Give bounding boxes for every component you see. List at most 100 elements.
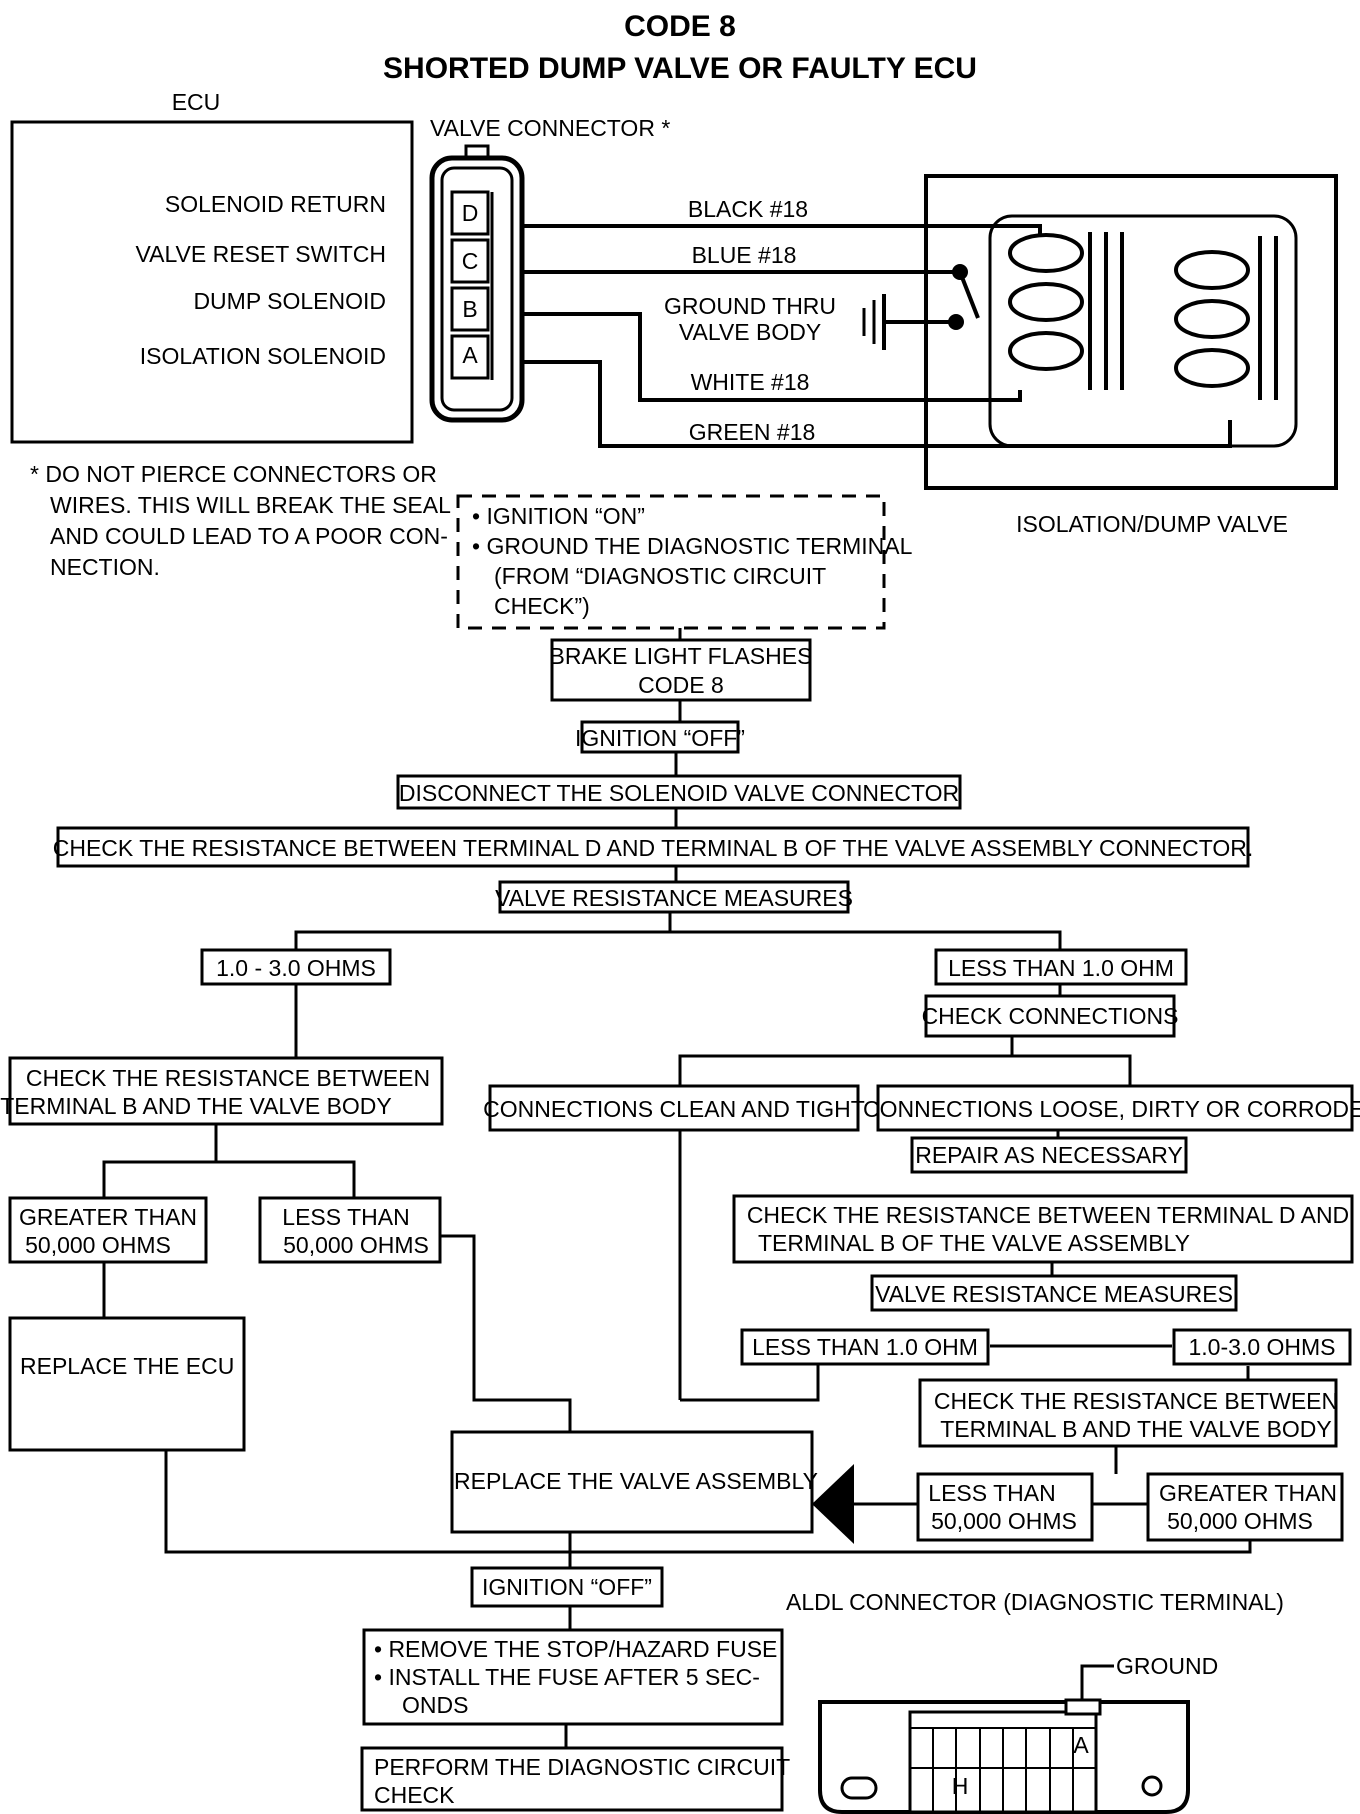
check-b-body-2-line-1: CHECK THE RESISTANCE BETWEEN xyxy=(934,1388,1338,1414)
connector-label: VALVE CONNECTOR * xyxy=(430,115,670,141)
aldl-pin-a: A xyxy=(1073,1732,1089,1758)
start-line-3: (FROM “DIAGNOSTIC CIRCUIT xyxy=(494,563,826,589)
start-conditions-box xyxy=(456,494,886,630)
greater-50k-2-line-1: GREATER THAN xyxy=(1159,1480,1337,1506)
start-line-2: • GROUND THE DIAGNOSTIC TERMINAL xyxy=(472,533,913,559)
recheck-d-b-box xyxy=(732,1194,1354,1264)
footnote-line-2: WIRES. THIS WILL BREAK THE SEAL xyxy=(50,492,451,518)
less-than-1-ohm-box xyxy=(934,948,1188,986)
wire-black xyxy=(522,224,1042,235)
footnote-line-3: AND COULD LEAD TO A POOR CON- xyxy=(50,523,448,549)
less-than-1-ohm-text-2: LESS THAN 1.0 OHM xyxy=(752,1334,978,1360)
connections-loose-box xyxy=(876,1084,1354,1132)
perform-diagnostic-line-1: PERFORM THE DIAGNOSTIC CIRCUIT xyxy=(374,1754,790,1780)
valve-resistance-measures-box-1 xyxy=(498,880,850,914)
greater-50k-line-1: GREATER THAN xyxy=(19,1204,197,1230)
dump-solenoid-coil xyxy=(1008,232,1124,390)
replace-valve-assembly-box xyxy=(450,1430,814,1534)
ecu-box xyxy=(10,120,414,444)
range-1-3-ohms-box-2 xyxy=(1172,1328,1352,1366)
range-1-3-ohms-text-2: 1.0-3.0 OHMS xyxy=(1189,1334,1336,1360)
ecu-signal-solenoid-return: SOLENOID RETURN xyxy=(165,191,386,217)
wire-label-blue: BLUE #18 xyxy=(692,242,797,268)
valve-body xyxy=(988,214,1298,448)
valve-reset-switch xyxy=(948,264,980,330)
connector-pin-b: B xyxy=(462,296,477,322)
greater-50k-2-line-2: 50,000 OHMS xyxy=(1167,1508,1313,1534)
recheck-d-b-line-1: CHECK THE RESISTANCE BETWEEN TERMINAL D … xyxy=(747,1202,1349,1228)
wire-label-black: BLACK #18 xyxy=(688,196,808,222)
less-50k-2-line-2: 50,000 OHMS xyxy=(931,1508,1077,1534)
valve-outer-box xyxy=(924,174,1338,490)
wire-label-ground-1: GROUND THRU xyxy=(664,293,836,319)
check-b-body-2-line-2: TERMINAL B AND THE VALVE BODY xyxy=(940,1416,1332,1442)
arrow-to-replace-valve xyxy=(812,1464,854,1544)
check-b-body-box-2 xyxy=(918,1378,1338,1448)
valve-connector xyxy=(429,144,525,423)
connector-pin-d: D xyxy=(462,200,479,226)
recheck-d-b-line-2: TERMINAL B OF THE VALVE ASSEMBLY xyxy=(758,1230,1190,1256)
aldl-pin-h: H xyxy=(952,1773,969,1799)
greater-50k-box-2 xyxy=(1146,1472,1344,1542)
disconnect-connector-text: DISCONNECT THE SOLENOID VALVE CONNECTOR xyxy=(399,780,959,806)
check-connections-text: CHECK CONNECTIONS xyxy=(922,1003,1179,1029)
valve-resistance-measures-text-1: VALVE RESISTANCE MEASURES xyxy=(495,885,853,911)
perform-diagnostic-box xyxy=(360,1746,784,1812)
brake-light-flashes-line-1: BRAKE LIGHT FLASHES xyxy=(550,643,813,669)
replace-valve-assembly-text: REPLACE THE VALVE ASSEMBLY xyxy=(454,1468,818,1494)
wire-label-green: GREEN #18 xyxy=(689,419,816,445)
check-d-b-text: CHECK THE RESISTANCE BETWEEN TERMINAL D … xyxy=(53,835,1254,861)
isolation-solenoid-coil xyxy=(1174,236,1278,400)
ignition-off-box-1 xyxy=(580,720,740,754)
start-line-4: CHECK”) xyxy=(494,593,590,619)
ecu-signal-dump-solenoid: DUMP SOLENOID xyxy=(193,288,386,314)
connections-clean-text: CONNECTIONS CLEAN AND TIGHT xyxy=(483,1096,865,1122)
check-connections-box xyxy=(924,994,1176,1038)
connector-pin-a: A xyxy=(462,342,478,368)
aldl-connector xyxy=(818,1664,1190,1814)
fuse-line-1: • REMOVE THE STOP/HAZARD FUSE xyxy=(374,1636,777,1662)
footnote-line-1: * DO NOT PIERCE CONNECTORS OR xyxy=(30,461,437,487)
greater-50k-box xyxy=(8,1196,208,1264)
valve-label: ISOLATION/DUMP VALVE xyxy=(1016,511,1288,537)
brake-light-flashes-line-2: CODE 8 xyxy=(638,672,724,698)
aldl-label: ALDL CONNECTOR (DIAGNOSTIC TERMINAL) xyxy=(786,1589,1284,1615)
replace-ecu-text: REPLACE THE ECU xyxy=(20,1353,234,1379)
valve-resistance-measures-text-2: VALVE RESISTANCE MEASURES xyxy=(875,1281,1233,1307)
less-50k-box-2 xyxy=(916,1472,1094,1542)
connector-pin-c: C xyxy=(462,248,479,274)
repair-as-necessary-box xyxy=(910,1136,1188,1174)
disconnect-connector-box xyxy=(396,774,962,810)
range-1-3-ohms-box xyxy=(200,948,392,986)
ignition-off-text-1: IGNITION “OFF” xyxy=(575,725,745,751)
title-code: CODE 8 xyxy=(624,10,736,43)
ignition-off-box-2 xyxy=(470,1566,664,1608)
connections-clean-box xyxy=(488,1084,860,1132)
less-than-1-ohm-box-2 xyxy=(740,1328,990,1366)
start-line-1: • IGNITION “ON” xyxy=(472,503,645,529)
perform-diagnostic-line-2: CHECK xyxy=(374,1782,455,1808)
fuse-line-2: • INSTALL THE FUSE AFTER 5 SEC- xyxy=(374,1664,760,1690)
ecu-label: ECU xyxy=(172,89,221,115)
less-50k-box xyxy=(258,1196,442,1264)
wire-label-white: WHITE #18 xyxy=(691,369,810,395)
less-than-1-ohm-text: LESS THAN 1.0 OHM xyxy=(948,955,1174,981)
fuse-line-3: ONDS xyxy=(402,1692,468,1718)
check-b-body-box xyxy=(8,1056,444,1126)
check-b-body-line-2: TERMINAL B AND THE VALVE BODY xyxy=(0,1093,392,1119)
less-50k-line-2: 50,000 OHMS xyxy=(283,1232,429,1258)
check-b-body-line-1: CHECK THE RESISTANCE BETWEEN xyxy=(26,1065,430,1091)
ground-symbol xyxy=(862,294,954,350)
ecu-signal-isolation-solenoid: ISOLATION SOLENOID xyxy=(140,343,386,369)
ignition-off-text-2: IGNITION “OFF” xyxy=(482,1574,652,1600)
title-description: SHORTED DUMP VALVE OR FAULTY ECU xyxy=(383,52,977,85)
less-50k-2-line-1: LESS THAN xyxy=(928,1480,1055,1506)
aldl-ground-label: GROUND xyxy=(1116,1653,1218,1679)
valve-resistance-measures-box-2 xyxy=(870,1274,1238,1312)
check-d-b-box xyxy=(56,826,1250,868)
repair-as-necessary-text: REPAIR AS NECESSARY xyxy=(915,1142,1183,1168)
ecu-signal-valve-reset-switch: VALVE RESET SWITCH xyxy=(136,241,387,267)
greater-50k-line-2: 50,000 OHMS xyxy=(25,1232,171,1258)
wire-label-ground-2: VALVE BODY xyxy=(679,319,821,345)
